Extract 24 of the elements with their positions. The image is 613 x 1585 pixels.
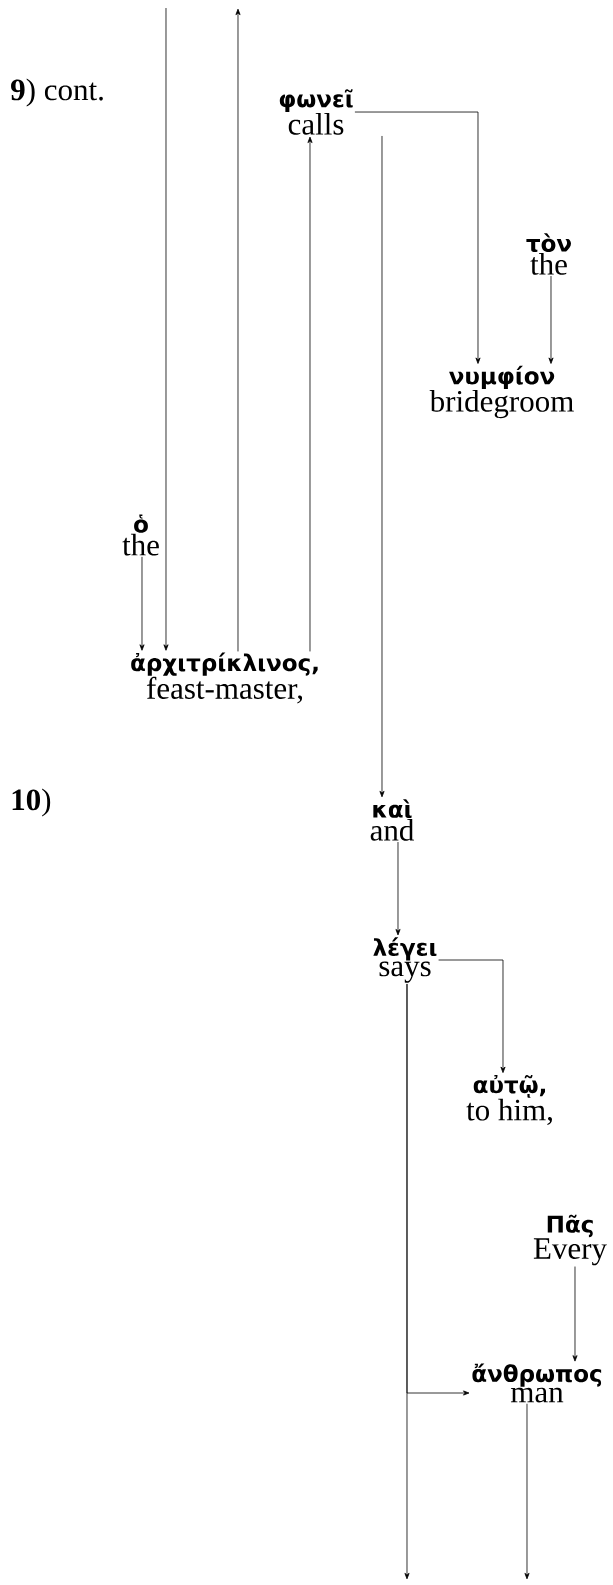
arrow <box>307 136 313 652</box>
arrow <box>438 959 506 1073</box>
arrow <box>406 983 470 1396</box>
arrow <box>572 1266 578 1362</box>
arrow <box>524 1403 530 1580</box>
verse-number: 9) cont. <box>11 78 103 107</box>
arrow <box>395 841 401 936</box>
verse-number: 10) <box>12 788 51 817</box>
arrow <box>235 8 241 652</box>
arrow <box>548 275 554 364</box>
glossed-word: λέγει says <box>373 937 437 983</box>
glossed-word: νυμφίον bridegroom <box>429 365 574 419</box>
arrow <box>163 7 169 651</box>
glossed-word: τὸν the <box>526 233 571 275</box>
glossed-word: Πᾶς Every <box>533 1214 607 1266</box>
glossed-word: ἀρχιτρίκλινος, feast-master, <box>131 652 318 704</box>
arrow <box>354 111 481 364</box>
glossed-word: ἄνθρωπος man <box>472 1363 602 1403</box>
glossed-word: αὐτῷ, to him, <box>466 1074 552 1126</box>
arrow <box>139 556 145 651</box>
glossed-word: ὁ the <box>122 514 159 556</box>
glossed-word: καὶ and <box>370 799 414 841</box>
glossed-word: φωνεῖ calls <box>279 89 353 135</box>
arrow <box>379 135 385 798</box>
